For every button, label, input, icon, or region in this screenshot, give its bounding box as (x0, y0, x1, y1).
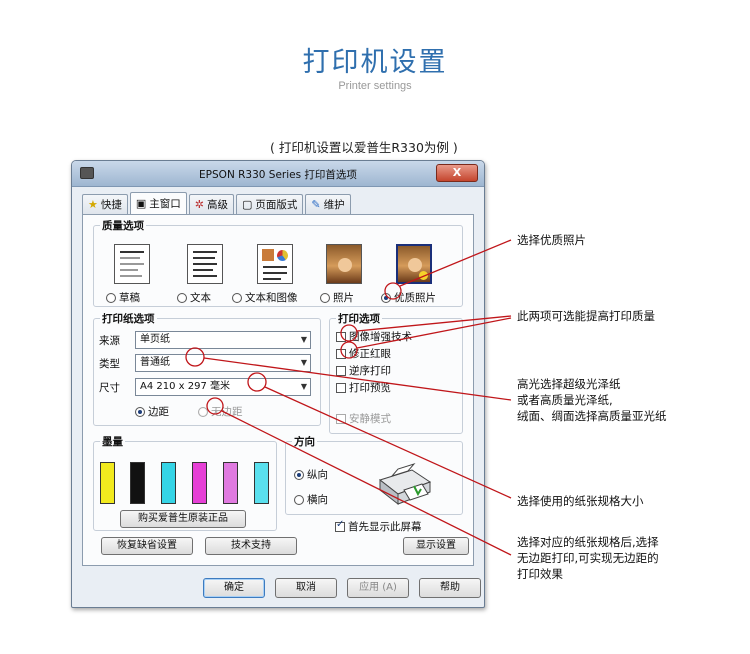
wrench-icon: ✎ (311, 197, 321, 211)
text-image-preview-icon (257, 244, 293, 284)
radio-dot (232, 292, 242, 303)
best-photo-preview-icon (396, 244, 432, 284)
ink-cartridge-6 (254, 462, 269, 504)
printer-icon (80, 167, 94, 179)
checkbox-box (336, 382, 346, 393)
quiet-mode-checkbox[interactable]: 安静模式 (336, 411, 391, 426)
print-preview-checkbox[interactable]: 打印预览 (336, 380, 391, 395)
quality-group: 质量选项 (93, 218, 463, 307)
tab-main[interactable]: ▣主窗口 (129, 192, 187, 214)
border-radio[interactable]: 边距 (135, 404, 169, 419)
show-first-checkbox[interactable]: 首先显示此屏幕 (335, 519, 422, 534)
type-select[interactable]: 普通纸▼ (135, 354, 311, 372)
cancel-button[interactable]: 取消 (275, 578, 337, 598)
printer-icon: ▣ (135, 196, 147, 210)
tab-maintenance[interactable]: ✎维护 (305, 194, 351, 214)
annotation-print-quality: 此两项可选能提高打印质量 (517, 309, 655, 323)
size-label: 尺寸 (99, 382, 120, 394)
radio-dot (106, 292, 116, 303)
checkbox-box (336, 413, 346, 424)
checkbox-box (336, 365, 346, 376)
ink-cartridge-5 (223, 462, 238, 504)
radio-dot (320, 292, 330, 303)
tab-shortcut[interactable]: ★快捷 (82, 194, 128, 214)
reverse-order-checkbox[interactable]: 逆序打印 (336, 363, 391, 378)
printer-illustration-icon (378, 463, 432, 506)
gear-icon: ✲ (194, 197, 204, 211)
text-preview-icon (187, 244, 223, 284)
page-icon: ▢ (242, 197, 253, 211)
print-options-group: 打印选项 图像增强技术 修正红眼 逆序打印 打印预览 安静模式 (329, 311, 463, 434)
buy-ink-button[interactable]: 购买爱普生原装正品 (120, 510, 246, 528)
radio-dot (135, 406, 145, 417)
red-eye-checkbox[interactable]: 修正红眼 (336, 346, 391, 361)
quality-draft-radio[interactable]: 草稿 (106, 290, 140, 305)
radio-dot (177, 292, 187, 303)
image-enhance-checkbox[interactable]: 图像增强技术 (336, 329, 412, 344)
chevron-down-icon: ▼ (300, 335, 307, 344)
ink-levels-group: 墨量 购买爱普生原装正品 (93, 434, 277, 531)
printer-preferences-window: EPSON R330 Series 打印首选项 X ★快捷 ▣主窗口 ✲高级 ▢… (71, 160, 485, 608)
ink-cartridge-2 (130, 462, 145, 504)
radio-dot (381, 292, 391, 303)
annotation-borderless: 选择对应的纸张规格后,选择 无边距打印,可实现无边距的 打印效果 (517, 535, 659, 581)
ink-cartridge-3 (161, 462, 176, 504)
radio-dot (294, 469, 304, 480)
window-title: EPSON R330 Series 打印首选项 (199, 169, 357, 181)
quality-text-image-radio[interactable]: 文本和图像 (232, 290, 298, 305)
radio-dot (294, 494, 304, 505)
checkbox-box (335, 519, 345, 532)
landscape-radio[interactable]: 横向 (294, 492, 328, 507)
paper-group-label: 打印纸选项 (100, 311, 157, 326)
ink-group-label: 墨量 (100, 434, 125, 449)
photo-preview-icon (326, 244, 362, 284)
annotation-best-photo: 选择优质照片 (517, 233, 586, 247)
tab-bar: ★快捷 ▣主窗口 ✲高级 ▢页面版式 ✎维护 (82, 192, 353, 214)
orientation-group-label: 方向 (292, 434, 317, 449)
main-tab-panel: 质量选项 (82, 214, 474, 566)
source-select[interactable]: 单页纸▼ (135, 331, 311, 349)
checkbox-box (336, 331, 346, 342)
tab-page-layout[interactable]: ▢页面版式 (236, 194, 304, 214)
ok-button[interactable]: 确定 (203, 578, 265, 598)
paper-options-group: 打印纸选项 来源 单页纸▼ 类型 普通纸▼ 尺寸 A4 210 x 297 毫米… (93, 311, 321, 426)
print-options-label: 打印选项 (336, 311, 382, 326)
checkbox-box (336, 348, 346, 359)
source-label: 来源 (99, 335, 120, 347)
ink-cartridge-4 (192, 462, 207, 504)
chevron-down-icon: ▼ (300, 382, 307, 391)
quality-text-radio[interactable]: 文本 (177, 290, 211, 305)
tab-advanced[interactable]: ✲高级 (188, 194, 234, 214)
chevron-down-icon: ▼ (300, 358, 307, 367)
quality-photo-radio[interactable]: 照片 (320, 290, 354, 305)
apply-button[interactable]: 应用 (A) (347, 578, 409, 598)
quality-group-label: 质量选项 (100, 218, 146, 233)
annotation-paper-type: 高光选择超级光泽纸 或者高质量光泽纸, 绒面、绸面选择高质量亚光纸 (517, 377, 667, 423)
orientation-group: 方向 纵向 横向 (285, 434, 463, 515)
help-button[interactable]: 帮助 (419, 578, 481, 598)
title-bar[interactable]: EPSON R330 Series 打印首选项 X (72, 161, 484, 187)
page-title: 打印机设置 (302, 47, 448, 78)
restore-defaults-button[interactable]: 恢复缺省设置 (101, 537, 193, 555)
annotation-paper-size: 选择使用的纸张规格大小 (517, 494, 644, 508)
portrait-radio[interactable]: 纵向 (294, 467, 328, 482)
star-icon: ★ (88, 197, 98, 211)
borderless-radio[interactable]: 无边距 (198, 404, 243, 419)
size-select[interactable]: A4 210 x 297 毫米▼ (135, 378, 311, 396)
close-button[interactable]: X (436, 164, 478, 182)
radio-dot (198, 406, 208, 417)
ink-cartridge-1 (100, 462, 115, 504)
quality-best-photo-radio[interactable]: 优质照片 (381, 290, 436, 305)
page-subtitle: Printer settings (338, 80, 412, 92)
type-label: 类型 (99, 358, 120, 370)
draft-preview-icon (114, 244, 150, 284)
show-settings-button[interactable]: 显示设置 (403, 537, 469, 555)
page-note: ( 打印机设置以爱普生R330为例 ) (270, 140, 458, 155)
tech-support-button[interactable]: 技术支持 (205, 537, 297, 555)
